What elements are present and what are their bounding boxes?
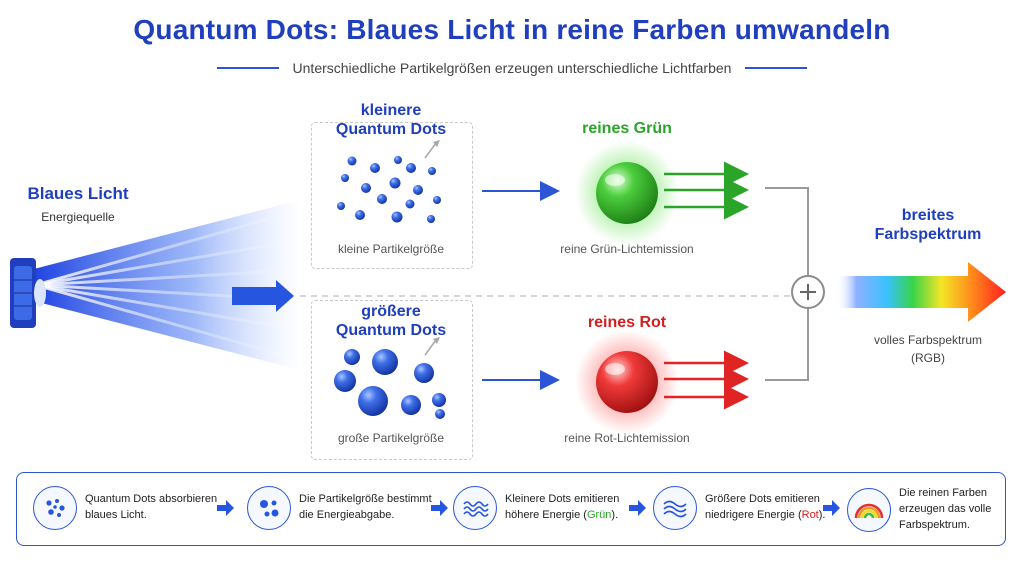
green-emission-dot-icon [575,141,679,245]
large-dots-heading-line2: Quantum Dots [335,322,447,340]
summary-panel: Quantum Dots absorbieren blaues Licht. D… [16,472,1006,546]
step-spectrum-line3: Farbspektrum. [899,518,970,531]
step-absorb-line1: Quantum Dots absorbieren [85,493,218,506]
step-large-emit-line2: niedrigere Energie (Rot). [705,508,825,524]
step-size-line1: Die Partikelgröße bestimmt [299,493,432,506]
step-absorb-line2: blaues Licht. [85,509,147,521]
subtitle-row: Unterschiedliche Partikelgrößen erzeugen… [0,60,1024,76]
step-small-emit-line1: Kleinere Dots emitieren [505,493,620,506]
green-light-rays [664,161,749,220]
step-large-emit: Größere Dots emitieren niedrigere Energi… [653,486,825,530]
result-caption: volles Farbspektrum (RGB) [846,331,1010,367]
step-spectrum: Die reinen Farben erzeugen das volle Far… [847,486,991,534]
page-title: Quantum Dots: Blaues Licht in reine Farb… [133,14,891,45]
red-caption: reine Rot-Lichtemission [564,431,690,445]
small-dots-box [311,122,473,269]
beam-arrow-icon [232,280,294,312]
step-large-emit-line1: Größere Dots emitieren [705,493,820,506]
source-sublabel: Energiequelle [41,210,115,224]
step-arrow-icon [431,500,448,516]
subtitle-divider-left [216,67,279,69]
step-absorb-text: Quantum Dots absorbieren blaues Licht. [85,492,217,524]
led-light-source-icon [10,258,46,328]
plus-icon [791,275,825,309]
large-dots-box [311,300,473,460]
result-caption-line2: (RGB) [911,351,945,365]
particle-size-icon [247,486,291,530]
small-dots-heading-line1: kleinere [360,102,422,119]
result-heading-line2: Farbspektrum [874,226,982,244]
step-small-emit-line2: höhere Energie (Grün). [505,508,619,524]
step-small-emit-color: Grün [586,509,612,521]
step-small-emit-post: ). [611,509,619,521]
rainbow-icon [847,487,891,532]
small-dots-heading: kleinere Quantum Dots [311,101,471,139]
step-arrow-icon [629,500,646,516]
red-emission-dot-icon [575,330,679,434]
spectrum-arrow-icon [836,262,1006,322]
step-large-emit-color: Rot [801,509,819,521]
step-spectrum-line2: erzeugen das volle [899,502,992,515]
small-dots-caption: kleine Partikelgröße [337,242,445,256]
result-heading-line1: breites [901,207,955,224]
large-dots-caption: große Partikelgröße [337,431,445,445]
step-small-emit-text: Kleinere Dots emitieren höhere Energie (… [505,492,619,524]
small-quantum-dots-icon [337,140,441,223]
step-small-emit: Kleinere Dots emitieren höhere Energie (… [453,486,619,530]
step-small-emit-pre: höhere Energie ( [505,509,587,521]
high-energy-wave-icon [453,486,497,530]
page-subtitle: Unterschiedliche Partikelgrößen erzeugen… [292,60,732,76]
step-size-text: Die Partikelgröße bestimmt die Energieab… [299,492,432,524]
step-large-emit-post: ). [818,509,826,521]
small-dots-heading-line2: Quantum Dots [335,121,447,139]
large-dots-heading-line1: größere [361,303,421,320]
green-heading: reines Grün [582,120,672,137]
low-energy-wave-icon [653,486,697,530]
step-large-emit-pre: niedrigere Energie ( [705,509,802,521]
red-light-rays [664,350,749,410]
source-label: Blaues Licht [27,184,129,203]
large-dots-heading: größere Quantum Dots [311,302,471,340]
large-quantum-dots-icon [334,337,446,419]
dots-absorb-icon [33,486,77,530]
step-size-line2: die Energieabgabe. [299,509,395,521]
step-large-emit-text: Größere Dots emitieren niedrigere Energi… [705,492,825,524]
result-heading: breites Farbspektrum [858,206,998,244]
result-caption-line1: volles Farbspektrum [873,333,983,347]
blue-light-beam [30,200,301,370]
step-arrow-icon [217,500,234,516]
step-absorb: Quantum Dots absorbieren blaues Licht. [33,486,217,530]
step-size: Die Partikelgröße bestimmt die Energieab… [247,486,432,530]
subtitle-divider-right [745,67,808,69]
red-heading: reines Rot [587,314,667,331]
step-spectrum-line1: Die reinen Farben [899,487,988,499]
step-arrow-icon [823,500,840,516]
green-caption: reine Grün-Lichtemission [560,242,694,256]
step-spectrum-text: Die reinen Farben erzeugen das volle Far… [899,486,991,534]
